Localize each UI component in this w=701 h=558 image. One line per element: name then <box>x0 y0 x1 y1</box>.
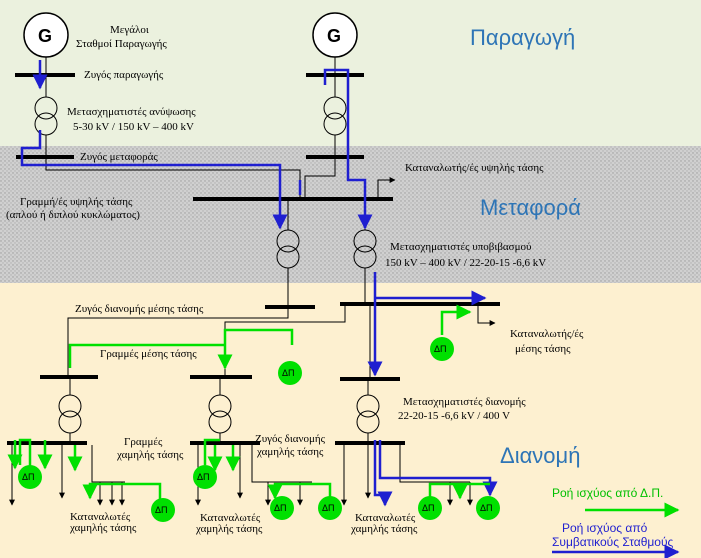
label-hv-lines-1: Γραμμή/ές υψηλής τάσης <box>20 196 133 208</box>
dg-unit-mv-1: ΔΠ <box>430 337 454 361</box>
label-production-bus: Ζυγός παραγωγής <box>84 69 164 81</box>
production-bus-right <box>306 73 364 77</box>
generator-left-symbol: G <box>38 26 52 46</box>
label-lv-lines-2: χαμηλής τάσης <box>116 449 184 461</box>
lv-bus-2 <box>190 441 260 445</box>
dg-unit-mv-2: ΔΠ <box>278 361 302 385</box>
label-mv-lines: Γραμμές μέσης τάσης <box>100 348 197 360</box>
dg-unit-lv-1: ΔΠ <box>18 465 42 489</box>
transmission-bus-right <box>306 155 364 159</box>
label-step-down-2: 150 kV – 400 kV / 22-20-15 -6,6 kV <box>385 257 546 269</box>
section-title-distribution: Διανομή <box>500 443 580 468</box>
label-mv-consumers-1: Καταναλωτής/ές <box>510 328 584 340</box>
label-lv-consumers-3b: χαμηλής τάσης <box>350 523 418 535</box>
dg-unit-lv-2: ΔΠ <box>151 498 175 522</box>
legend-blue-label-2: Συμβατικούς Σταθμούς <box>552 535 674 549</box>
label-hv-lines-2: (απλού ή διπλού κυκλώματος) <box>6 209 140 221</box>
generator-left: G <box>23 12 69 58</box>
label-step-up-1: Μετασχηματιστές ανύψωσης <box>67 106 196 118</box>
dg-unit-lv-7: ΔΠ <box>476 496 500 520</box>
dg-unit-lv-5-label: ΔΠ <box>322 503 335 513</box>
label-large-plants-2: Σταθμοί Παραγωγής <box>76 38 167 50</box>
label-step-down-1: Μετασχηματιστές υποβιβασμού <box>390 241 532 253</box>
label-hv-consumers: Καταναλωτής/ές υψηλής τάσης <box>405 162 544 174</box>
label-lv-consumers-3a: Καταναλωτές <box>355 512 416 524</box>
label-lv-bus-1: Ζυγός διανομής <box>255 433 326 445</box>
transmission-bus-left <box>16 155 74 159</box>
label-dist-tx-2: 22-20-15 -6,6 kV / 400 V <box>398 410 510 422</box>
transmission-zone <box>0 146 701 283</box>
dg-unit-mv-1-label: ΔΠ <box>434 344 447 354</box>
blue-flow-paths <box>20 60 498 507</box>
section-title-transmission: Μεταφορά <box>480 195 581 220</box>
label-dist-tx-1: Μετασχηματιστές διανομής <box>403 396 526 408</box>
dg-unit-lv-6: ΔΠ <box>418 496 442 520</box>
label-large-plants-1: Μεγάλοι <box>110 24 149 36</box>
label-step-up-2: 5-30 kV / 150 kV – 400 kV <box>73 121 194 133</box>
label-transmission-bus: Ζυγός μεταφοράς <box>80 151 158 163</box>
lv-bus-3 <box>335 441 405 445</box>
lv-bus-1 <box>7 441 87 445</box>
mv-bus-lower-1 <box>40 375 98 379</box>
production-bus-left <box>15 73 75 77</box>
dg-unit-mv-2-label: ΔΠ <box>282 368 295 378</box>
generator-right: G <box>312 12 358 58</box>
mv-bus-lower-2 <box>190 375 252 379</box>
label-mv-consumers-2: μέσης τάσης <box>515 343 571 355</box>
generator-right-symbol: G <box>327 26 341 46</box>
mv-bus-lower-3 <box>340 377 400 381</box>
hv-line-bus <box>193 197 393 201</box>
dg-unit-lv-5: ΔΠ <box>318 496 342 520</box>
legend-blue-label-1: Ροή ισχύος από <box>562 521 648 535</box>
green-flow-paths <box>7 304 490 500</box>
legend: Ροή ισχύος από Δ.Π. Ροή ισχύος από Συμβα… <box>552 486 680 558</box>
dg-unit-lv-1-label: ΔΠ <box>22 472 35 482</box>
label-lv-consumers-2a: Καταναλωτές <box>200 512 261 524</box>
dg-unit-lv-4: ΔΠ <box>270 496 294 520</box>
label-lv-consumers-1b: χαμηλής τάσης <box>69 522 137 534</box>
mv-bus-right <box>340 302 500 306</box>
dg-unit-lv-2-label: ΔΠ <box>155 505 168 515</box>
legend-green-label: Ροή ισχύος από Δ.Π. <box>552 486 663 500</box>
label-lv-lines-1: Γραμμές <box>124 436 163 448</box>
label-lv-bus-2: χαμηλής τάσης <box>256 446 324 458</box>
dg-unit-lv-3-label: ΔΠ <box>197 472 210 482</box>
dg-unit-lv-6-label: ΔΠ <box>422 503 435 513</box>
section-title-production: Παραγωγή <box>470 25 575 50</box>
label-lv-consumers-2b: χαμηλής τάσης <box>195 523 263 535</box>
dg-unit-lv-4-label: ΔΠ <box>274 503 287 513</box>
label-lv-consumers-1a: Καταναλωτές <box>70 511 131 523</box>
mv-bus-left <box>265 305 315 309</box>
dg-unit-lv-7-label: ΔΠ <box>480 503 493 513</box>
distribution-zone <box>0 283 701 558</box>
dg-unit-lv-3: ΔΠ <box>193 465 217 489</box>
label-mv-bus: Ζυγός διανομής μέσης τάσης <box>75 303 204 315</box>
